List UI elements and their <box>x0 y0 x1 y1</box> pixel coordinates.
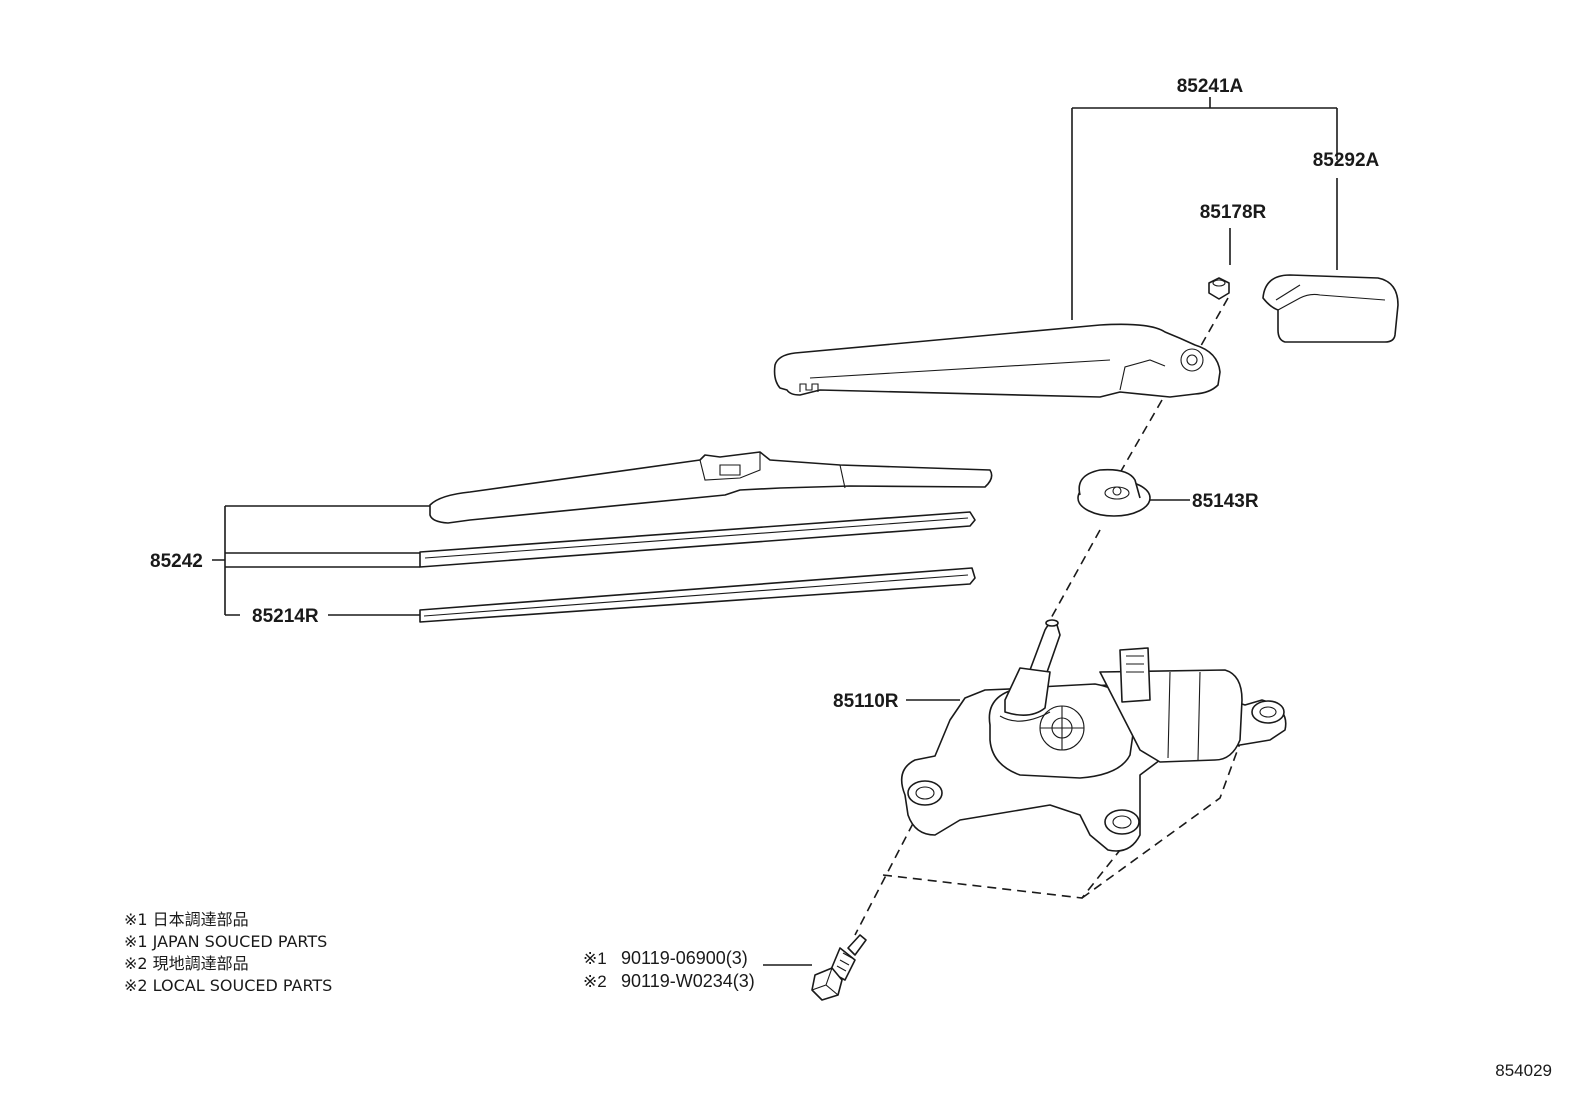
label-85143r: 85143R <box>1192 491 1259 512</box>
wiper-motor-drawing <box>900 619 1287 852</box>
bolt-ref-1-mark: ※1 <box>583 949 607 968</box>
note-japan-sourced-en: ※1 JAPAN SOUCED PARTS <box>124 932 327 951</box>
bolt-ref-2-number: 90119-W0234(3) <box>621 971 755 991</box>
label-85178r: 85178R <box>1200 202 1267 223</box>
wiper-arm-drawing <box>773 323 1221 398</box>
bolt-ref-2-mark: ※2 <box>583 972 607 991</box>
blade-strip-drawing <box>419 511 976 568</box>
blade-frame-drawing <box>429 451 993 524</box>
label-85214r: 85214R <box>252 606 319 627</box>
label-85110r: 85110R <box>833 691 899 712</box>
arm-nut-drawing <box>1208 277 1230 300</box>
bolt-drawing <box>811 934 867 1001</box>
label-85292a: 85292A <box>1313 150 1380 171</box>
arm-head-cover-drawing <box>1262 274 1399 343</box>
note-local-sourced-en: ※2 LOCAL SOUCED PARTS <box>124 976 332 995</box>
note-japan-sourced-jp: ※1 日本調達部品 <box>124 910 249 929</box>
label-85241a: 85241A <box>1177 76 1244 97</box>
leader-lines <box>212 97 1338 966</box>
label-85242: 85242 <box>150 551 203 572</box>
note-local-sourced-jp: ※2 現地調達部品 <box>124 954 249 973</box>
figure-number: 854029 <box>1495 1061 1552 1080</box>
blade-rubber-drawing <box>419 567 976 623</box>
bolt-ref-1-number: 90119-06900(3) <box>621 948 748 968</box>
pivot-cap-drawing <box>1077 468 1151 517</box>
